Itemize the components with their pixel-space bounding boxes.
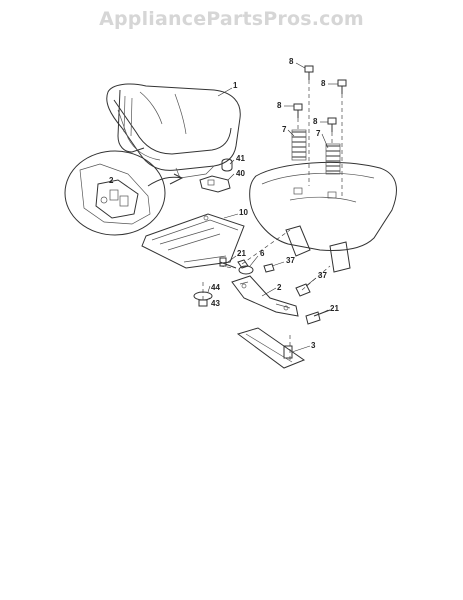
spring-left bbox=[291, 129, 307, 161]
callout-43: 43 bbox=[211, 299, 220, 308]
callout-7-right: 7 bbox=[316, 129, 321, 138]
callout-37-right: 37 bbox=[318, 271, 327, 280]
callout-6: 6 bbox=[260, 249, 265, 258]
callout-10: 10 bbox=[239, 208, 248, 217]
frame bbox=[249, 162, 397, 273]
callout-inset-2: 2 bbox=[109, 176, 114, 185]
callout-41: 41 bbox=[236, 154, 245, 163]
callout-8-mid-right: 8 bbox=[313, 117, 318, 126]
callout-21-bracket: 21 bbox=[330, 304, 339, 313]
hardware bbox=[193, 257, 331, 325]
bracket bbox=[231, 275, 299, 317]
callout-21-pan: 21 bbox=[237, 249, 246, 258]
callout-8-top-left: 8 bbox=[289, 57, 294, 66]
spring-right bbox=[325, 143, 341, 175]
latch-bracket bbox=[199, 158, 233, 193]
callout-2: 2 bbox=[277, 283, 282, 292]
seat bbox=[106, 83, 241, 179]
seat-pan bbox=[141, 213, 245, 269]
latch-inset bbox=[64, 150, 184, 236]
callout-40: 40 bbox=[236, 169, 245, 178]
assembly-lines bbox=[202, 80, 343, 360]
callout-44: 44 bbox=[211, 283, 220, 292]
callout-8-top-right: 8 bbox=[321, 79, 326, 88]
callout-labels: 1 2 3 7 7 8 8 8 8 10 21 21 6 37 37 40 41… bbox=[109, 57, 339, 350]
watermark: AppliancePartsPros.com bbox=[99, 8, 364, 30]
callout-8-mid-left: 8 bbox=[277, 101, 282, 110]
callout-3: 3 bbox=[311, 341, 316, 350]
mounting-plate bbox=[236, 327, 306, 369]
leader-lines bbox=[205, 62, 338, 353]
callout-7-left: 7 bbox=[282, 125, 287, 134]
callout-1: 1 bbox=[233, 81, 238, 90]
callout-37-left: 37 bbox=[286, 256, 295, 265]
bolts bbox=[293, 65, 347, 132]
